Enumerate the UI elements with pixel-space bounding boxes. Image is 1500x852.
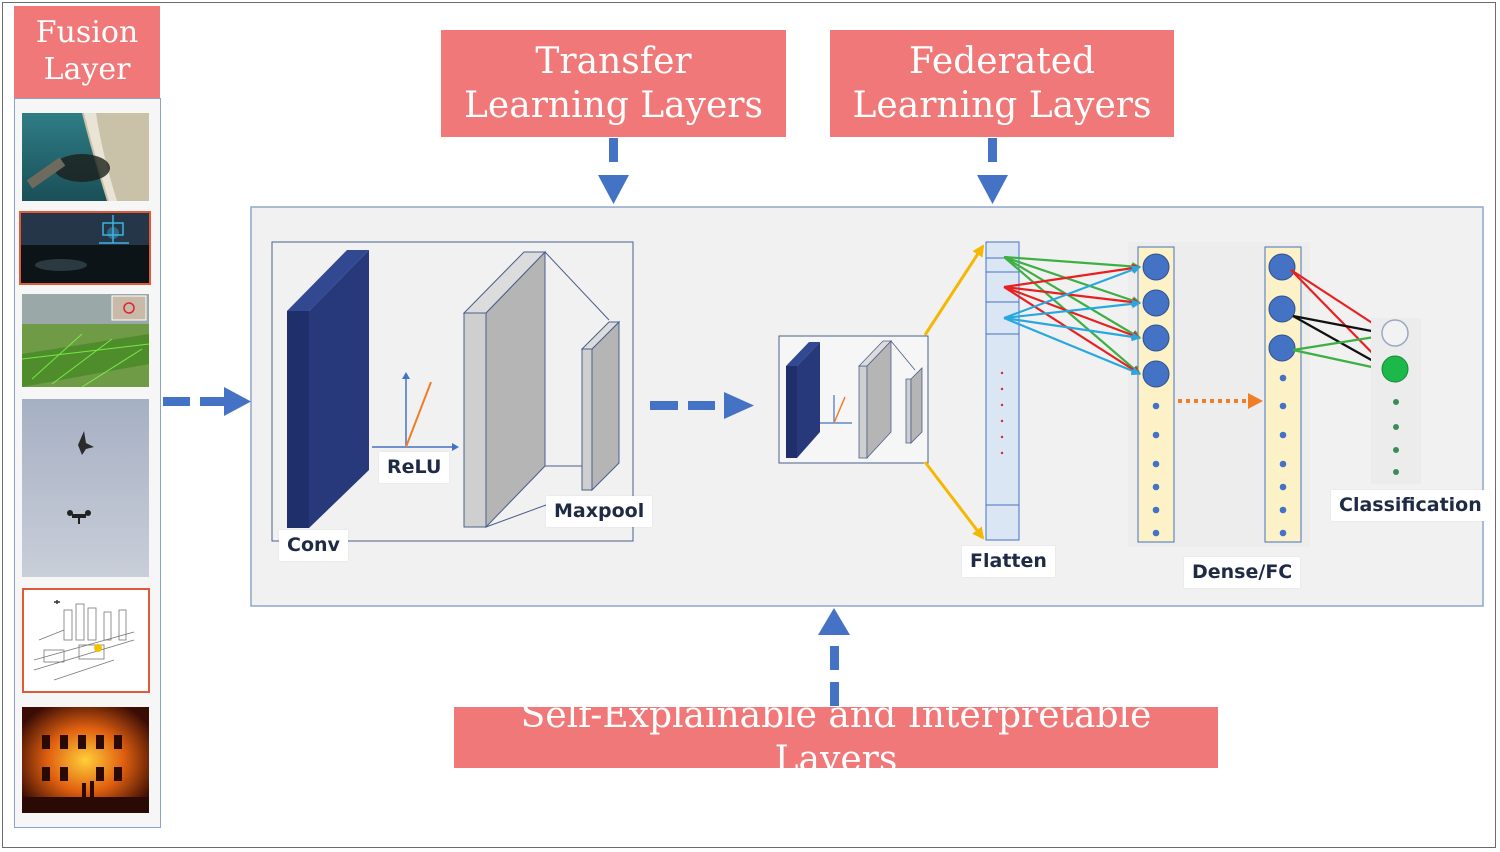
oil-spill-aerial-thumbnail <box>22 113 149 201</box>
bird-and-drone-sky-thumbnail <box>22 399 149 577</box>
classification-label: Classification <box>1331 490 1490 521</box>
relu-label: ReLU <box>379 452 450 483</box>
maxpool-label: Maxpool <box>546 496 653 527</box>
green-field-drone-thumbnail <box>22 294 149 387</box>
transfer-learning-title: Transfer Learning Layers <box>441 30 786 137</box>
fusion-image-column <box>14 98 161 828</box>
building-fire-thumbnail <box>22 707 149 813</box>
conv-label: Conv <box>279 530 348 561</box>
fusion-layer-title: Fusion Layer <box>14 6 160 98</box>
industrial-plant-sketch-thumbnail <box>22 588 150 693</box>
self-explainable-title: Self-Explainable and Interpretable Layer… <box>454 695 1218 780</box>
flatten-label: Flatten <box>962 546 1055 577</box>
federated-learning-title: Federated Learning Layers <box>830 30 1174 137</box>
offshore-platform-night-thumbnail <box>19 211 151 285</box>
dense-fc-label: Dense/FC <box>1184 557 1301 588</box>
